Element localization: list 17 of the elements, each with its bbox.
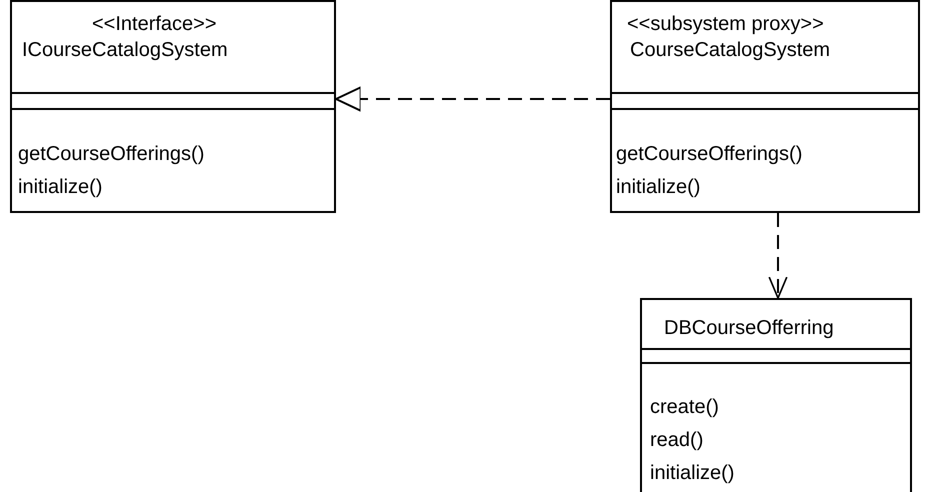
operation-text: initialize() xyxy=(18,175,102,199)
operation-text: initialize() xyxy=(650,461,734,485)
class-box xyxy=(610,0,920,213)
class-name: DBCourseOfferring xyxy=(664,316,834,340)
realization-arrow xyxy=(335,86,610,112)
operation-text: read() xyxy=(650,428,704,452)
operation-text: create() xyxy=(650,395,719,419)
operation-text: initialize() xyxy=(616,175,700,199)
class-name: ICourseCatalogSystem xyxy=(22,38,228,62)
operation-text: getCourseOfferings() xyxy=(18,142,204,166)
class-box xyxy=(640,298,912,492)
class-name: CourseCatalogSystem xyxy=(630,38,830,62)
class-box xyxy=(10,0,336,213)
operation-text: getCourseOfferings() xyxy=(616,142,802,166)
dependency-arrow xyxy=(768,213,788,299)
stereotype-label: <<Interface>> xyxy=(92,12,217,36)
stereotype-label: <<subsystem proxy>> xyxy=(627,12,824,36)
